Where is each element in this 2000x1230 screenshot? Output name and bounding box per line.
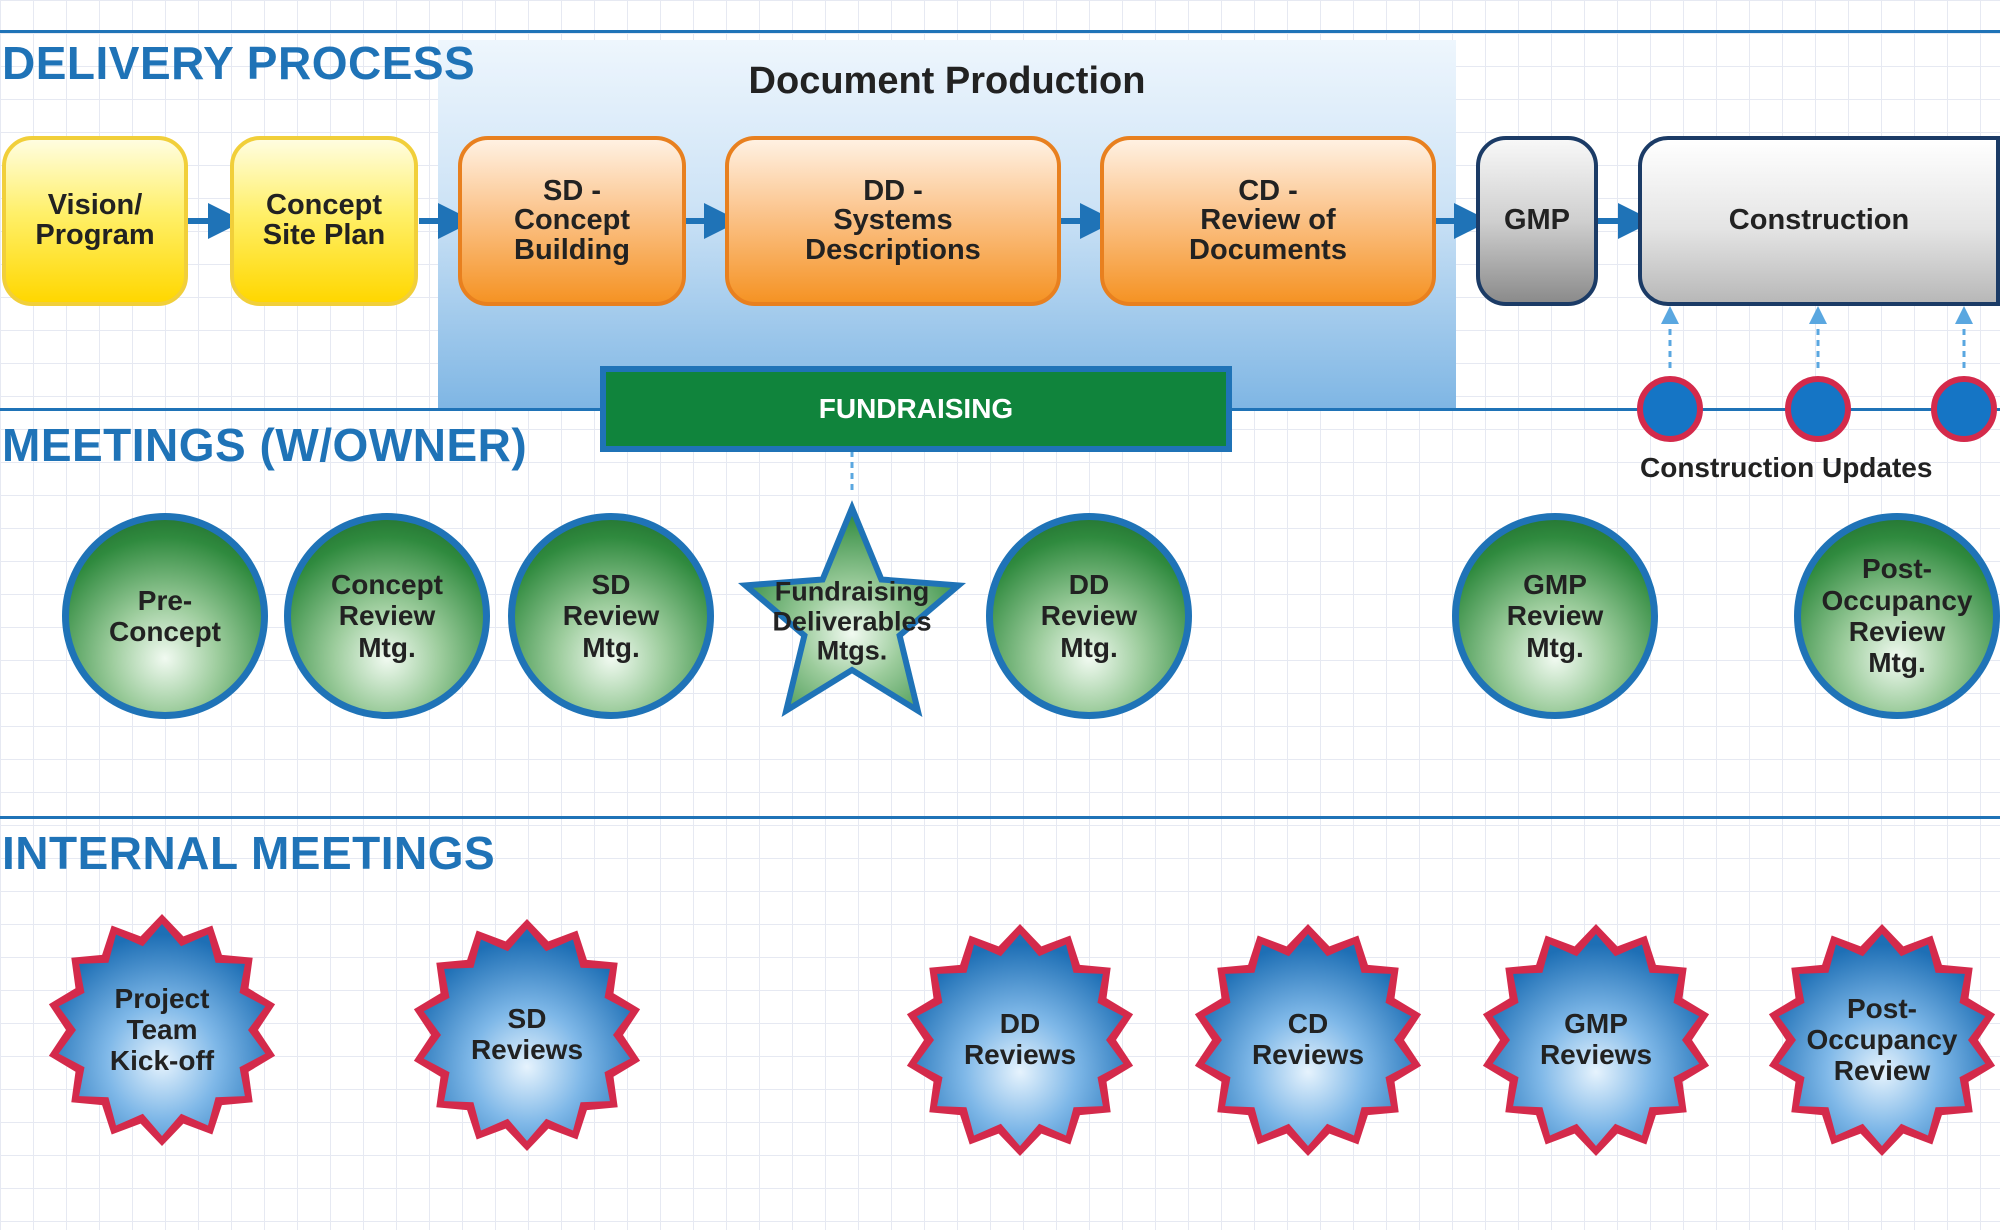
construction-updates-label: Construction Updates [1640,452,1933,483]
internal-project-team-kickoff: Project Team Kick-off [109,982,215,1076]
construction-update-dot-2 [1785,376,1851,442]
meeting-post-occupancy-review: Post- Occupancy Review Mtg. [1794,513,2000,719]
internal-section-line [0,816,2000,819]
meeting-sd-review: SD Review Mtg. [508,513,714,719]
delivery-section-line [0,30,2000,33]
internal-post-occupancy-review: Post- Occupancy Review [1806,992,1958,1086]
internal-meeting-bursts [48,914,1996,1156]
meeting-fundraising-deliverables: Fundraising Deliverables Mtgs. [772,576,932,666]
internal-meetings-heading: INTERNAL MEETINGS [2,827,496,879]
step-construction: Construction [1638,136,2000,306]
burst-sd-reviews [423,929,631,1141]
step-cd-review-documents: CD - Review of Documents [1100,136,1436,306]
fundraising-label: FUNDRAISING [818,393,1014,424]
meeting-concept-review: Concept Review Mtg. [284,513,490,719]
step-vision-program: Vision/ Program [2,136,188,306]
fundraising-bar: FUNDRAISING [600,366,1232,452]
burst-gmp-reviews [1492,934,1700,1146]
meeting-dd-review: DD Review Mtg. [986,513,1192,719]
step-dd-systems-descriptions: DD - Systems Descriptions [725,136,1061,306]
internal-gmp-reviews: GMP Reviews [1539,1008,1653,1070]
internal-sd-reviews: SD Reviews [470,1003,584,1065]
internal-cd-reviews: CD Reviews [1251,1008,1365,1070]
burst-cd-reviews [1204,934,1412,1146]
burst-post-occupancy-review [1778,934,1986,1146]
meeting-pre-concept: Pre- Concept [62,513,268,719]
burst-dd-reviews [916,934,1124,1146]
burst-project-team-kickoff [58,924,266,1136]
fundraising-star-shape [738,500,966,717]
delivery-process-heading: DELIVERY PROCESS [2,37,476,89]
document-production-title: Document Production [748,60,1146,102]
meetings-owner-heading: MEETINGS (W/OWNER) [2,419,528,471]
internal-dd-reviews: DD Reviews [963,1008,1077,1070]
construction-update-dot-3 [1931,376,1997,442]
construction-update-dot-1 [1637,376,1703,442]
step-concept-site-plan: Concept Site Plan [230,136,418,306]
step-gmp: GMP [1476,136,1598,306]
meeting-gmp-review: GMP Review Mtg. [1452,513,1658,719]
step-sd-concept-building: SD - Concept Building [458,136,686,306]
